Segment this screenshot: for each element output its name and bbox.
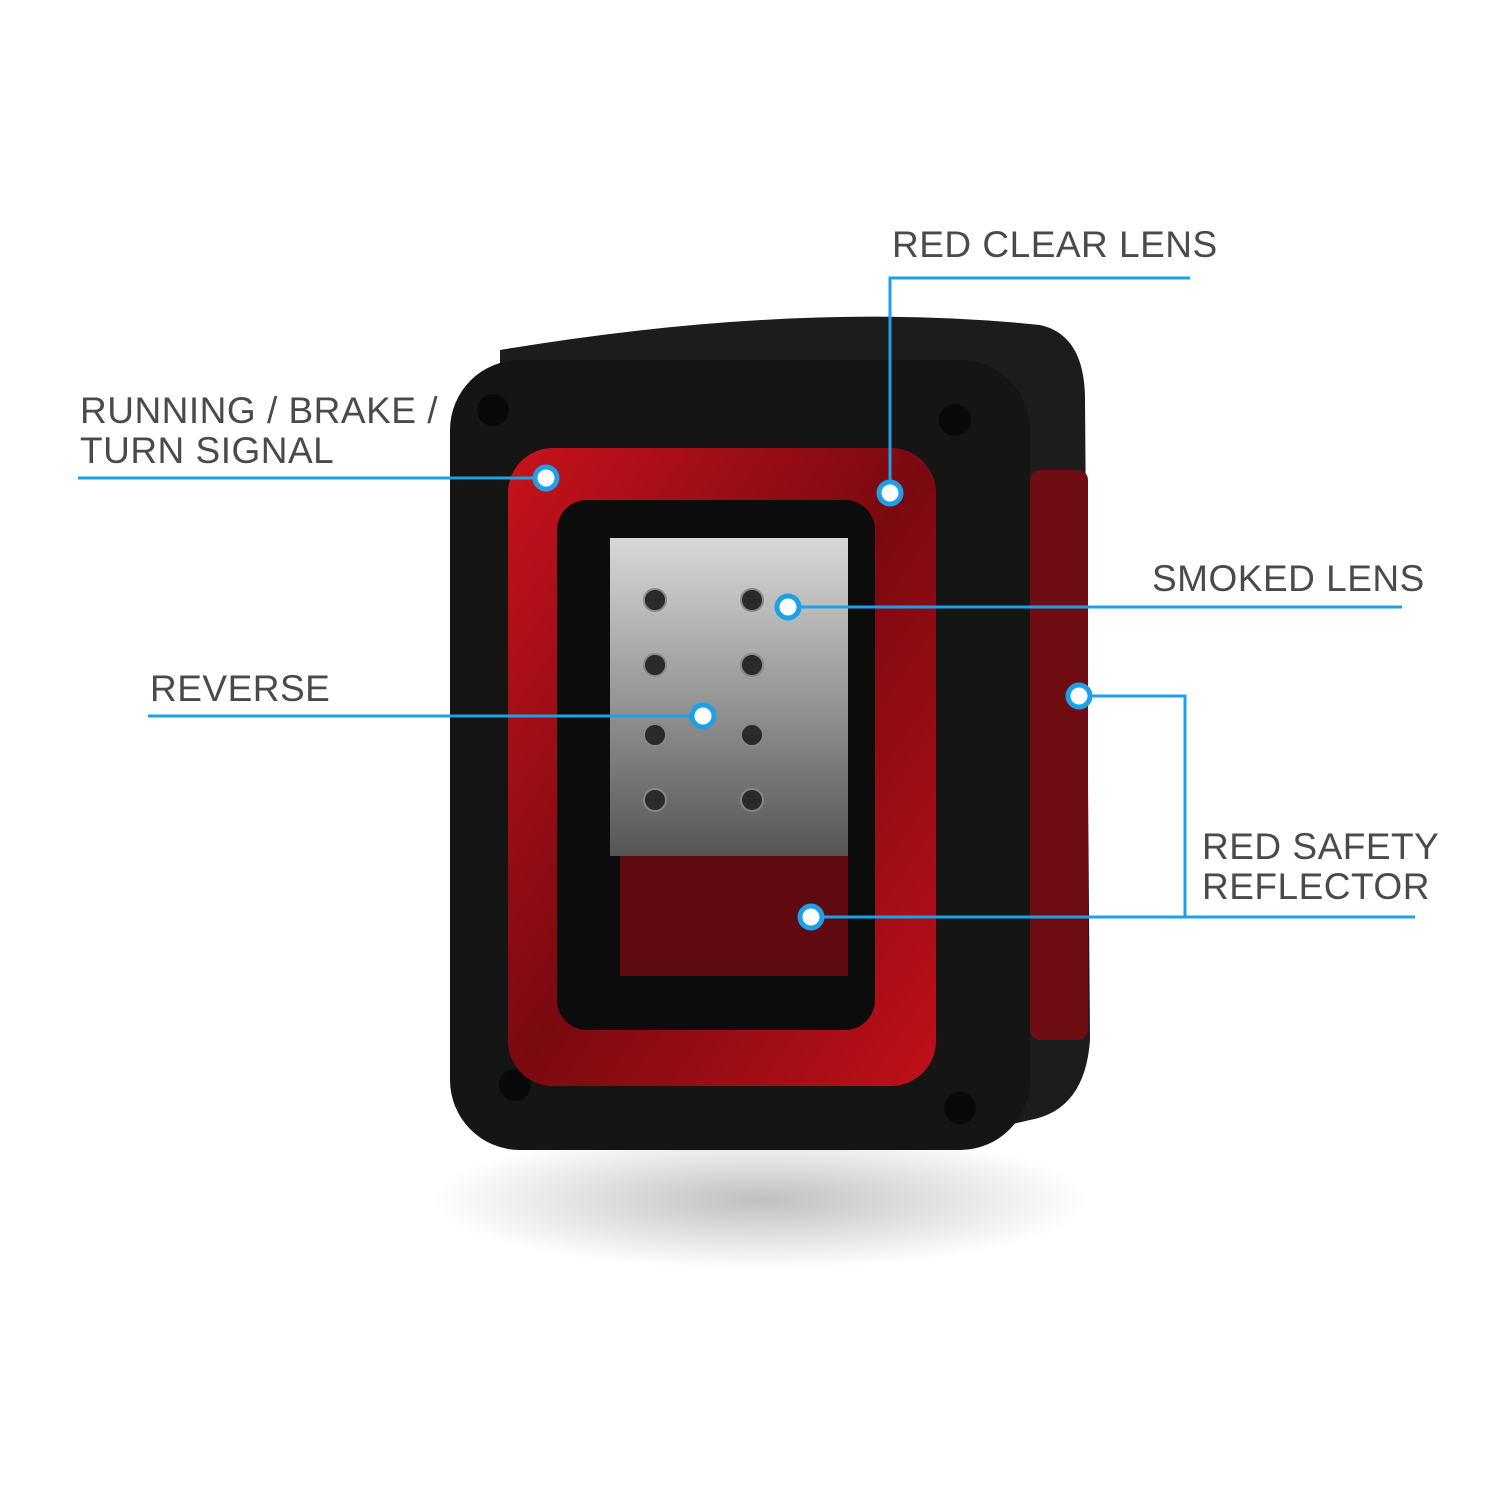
label-reverse: REVERSE bbox=[150, 668, 331, 709]
screw-icon bbox=[499, 1069, 531, 1101]
screw-icon bbox=[477, 394, 509, 426]
label-running-brake-turn-line1: RUNNING / BRAKE / bbox=[80, 390, 438, 431]
led-grid bbox=[643, 588, 764, 812]
shadow bbox=[430, 1130, 1090, 1270]
smoked-lens bbox=[610, 538, 848, 856]
side-reflector bbox=[1030, 470, 1088, 1040]
callout-dots bbox=[532, 464, 1093, 931]
label-reflector-line2: REFLECTOR bbox=[1202, 866, 1430, 907]
callout-lines bbox=[78, 276, 1415, 919]
screw-icon bbox=[944, 1092, 976, 1124]
label-smoked-lens: SMOKED LENS bbox=[1152, 558, 1425, 599]
screw-icon bbox=[939, 404, 971, 436]
label-reflector-line1: RED SAFETY bbox=[1202, 826, 1440, 867]
label-red-clear-lens: RED CLEAR LENS bbox=[892, 224, 1218, 265]
label-running-brake-turn-line2: TURN SIGNAL bbox=[80, 430, 335, 471]
